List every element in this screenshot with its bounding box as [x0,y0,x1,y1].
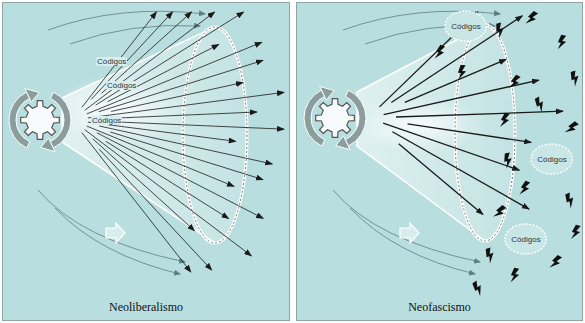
ray-arrow [110,132,263,180]
wind-lines [38,11,500,274]
lightning-bolts [434,10,582,297]
ray-arrow [87,42,262,114]
lightning-bolt [564,120,580,137]
ray-arrow [112,122,284,129]
arrows [82,12,563,272]
panel-ground [296,2,583,321]
lightning-bolt [549,254,563,271]
lightning-bolt [508,74,522,91]
code-label: Códigos [537,155,566,164]
ray-arrow [91,12,172,100]
ray-arrow [396,111,563,117]
ray-arrow [99,60,263,111]
ray-arrow [408,124,532,142]
lightning-bolt [499,112,511,129]
panel: Neoliberalismo [2,2,290,321]
code-label: Códigos [451,22,480,31]
lightning-bolt [492,204,507,221]
panel-ground [2,2,290,321]
gear-symbol [9,88,71,151]
gear-symbol [304,86,366,149]
cone [50,27,247,243]
code-label: Códigos [106,81,137,90]
lightning-bolt [494,22,506,39]
ray-arrow [88,92,284,118]
ray-arrow [384,80,539,114]
ray-arrow [108,44,219,101]
block-arrow [106,223,419,243]
circle-shape [505,224,546,254]
cycle-arrowhead [336,136,350,150]
code-circle: Códigos [444,10,487,42]
cone [355,25,515,241]
code-circle: Códigos [504,223,547,255]
panel-title: Neoliberalismo [109,300,183,315]
ray-arrow [383,123,519,170]
code-label: Códigos [511,235,540,244]
lightning-bolt [569,70,582,87]
ray-arrow [106,141,229,218]
lightning-bolt [510,267,520,283]
circle-shape [445,11,486,41]
lightning-bolt [471,280,486,297]
panel-title: Neofascismo [408,300,471,315]
ray-arrow [102,12,192,93]
gear [9,86,366,151]
panel: CódigosCódigosCódigosNeofascismo [296,2,583,321]
lightning-bolt [434,44,447,61]
lightning-bolt [525,10,539,27]
gear-wheel [316,99,355,138]
ray-arrow [85,130,252,256]
lightning-bolt [457,65,466,81]
cycle-arrowhead [41,138,55,152]
code-label: Códigos [91,116,122,125]
lightning-bolt [563,192,577,209]
ray-arrow [99,126,272,164]
gear-wheel [21,101,60,140]
ray-arrow [87,126,234,186]
ray-arrow [399,144,483,215]
ray-arrow [97,133,263,219]
ray-arrow [93,139,195,231]
ray-arrow [392,132,529,209]
ray-arrow [100,112,257,119]
ray-arrow [405,59,506,102]
ray-arrow [82,12,157,107]
lightning-bolt [484,247,497,264]
cycle-arrowhead [320,86,334,100]
lightning-bolt [570,224,582,241]
ray-arrow [99,149,211,270]
lightning-bolt [557,34,567,50]
ray-arrow [391,16,522,103]
ray-arrow [82,133,191,272]
cycle-arrowhead [25,88,39,102]
code-circle: Códigos [530,143,573,175]
code-label: Códigos [96,57,127,66]
lightning-bolt [503,152,513,168]
circle-shape [531,144,572,174]
lightning-bolt [519,180,532,197]
lightning-bolt [533,96,547,113]
